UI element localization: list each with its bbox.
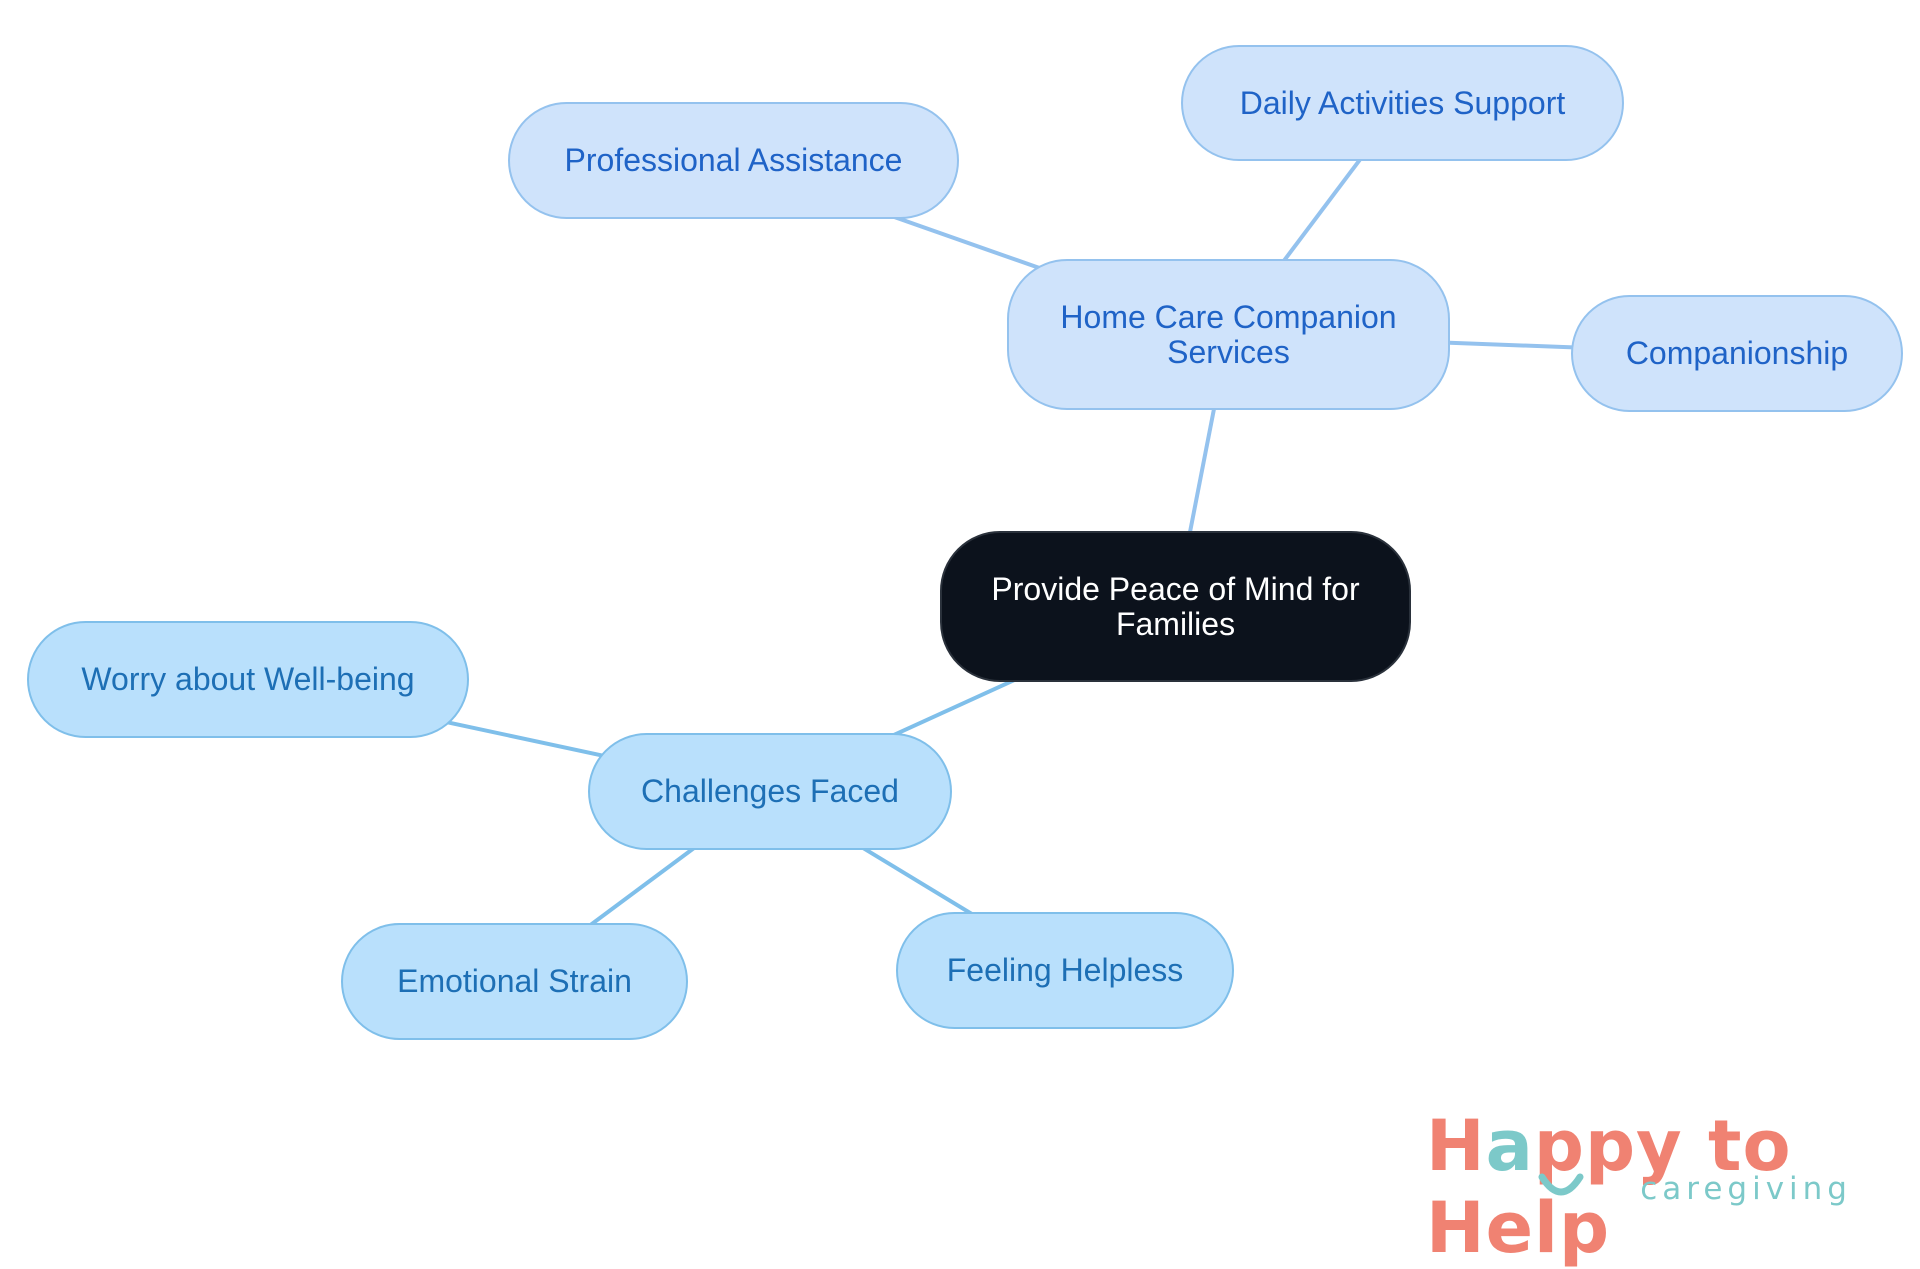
node-label: Feeling Helpless: [946, 952, 1184, 988]
happy-to-help-logo: Happy to Help caregiving: [1420, 1105, 1890, 1269]
node-daily[interactable]: Daily Activities Support: [1181, 45, 1624, 161]
logo-subtitle: caregiving: [1640, 1171, 1852, 1207]
node-label: Home Care Companion Services: [1060, 298, 1397, 370]
smile-icon: [1538, 1173, 1584, 1196]
node-label: Worry about Well-being: [81, 661, 415, 697]
node-root[interactable]: Provide Peace of Mind for Families: [940, 531, 1411, 682]
node-label: Provide Peace of Mind for Families: [991, 570, 1360, 642]
node-challenges[interactable]: Challenges Faced: [588, 733, 952, 850]
node-label: Challenges Faced: [641, 773, 899, 809]
node-label: Emotional Strain: [397, 963, 632, 999]
node-helpless[interactable]: Feeling Helpless: [896, 912, 1234, 1029]
node-emotional[interactable]: Emotional Strain: [341, 923, 688, 1040]
node-label: Daily Activities Support: [1239, 84, 1566, 121]
node-label: Companionship: [1625, 335, 1849, 371]
node-worry[interactable]: Worry about Well-being: [27, 621, 469, 738]
node-companionship[interactable]: Companionship: [1571, 295, 1903, 412]
node-professional[interactable]: Professional Assistance: [508, 102, 959, 219]
node-home-care[interactable]: Home Care Companion Services: [1007, 259, 1450, 410]
node-label: Professional Assistance: [564, 142, 903, 178]
